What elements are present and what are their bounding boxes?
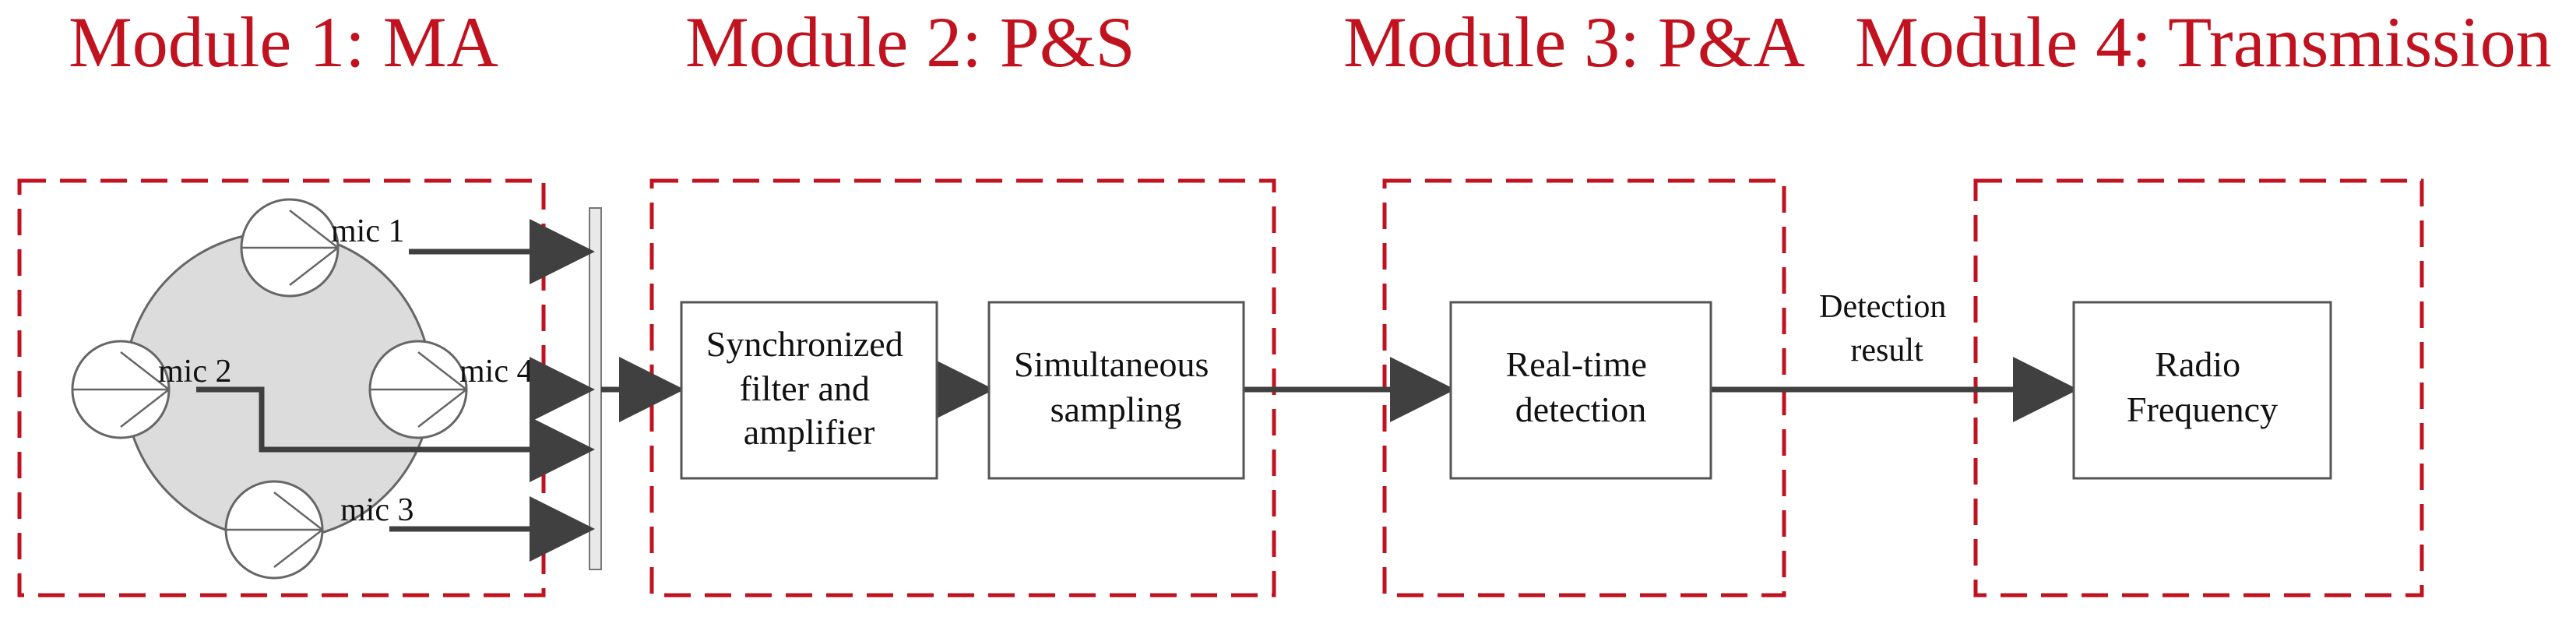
detection-result-line-1: Detection	[1819, 289, 1946, 325]
mic-2-icon	[71, 340, 171, 439]
module-2-title: Module 2: P&S	[685, 2, 1135, 82]
detection-result-line-2: result	[1850, 333, 1923, 368]
mic-4-label: mic 4	[459, 354, 533, 390]
module-1-title: Module 1: MA	[69, 2, 498, 82]
module-3-title: Module 3: P&A	[1343, 2, 1805, 82]
sampling-label-line-2: sampling	[1050, 390, 1182, 429]
mic-3-icon	[224, 480, 324, 580]
sampling-label-line-1: Simultaneous	[1014, 344, 1209, 384]
detection-label-line-1: Real-time	[1506, 344, 1647, 384]
mic-4-icon	[368, 340, 468, 439]
signal-collector-bar	[589, 207, 602, 570]
real-time-detection-block	[1449, 301, 1712, 480]
mic-3-label: mic 3	[340, 492, 413, 528]
filter-block-label: Synchronized filter and amplifier	[706, 324, 912, 452]
simultaneous-sampling-block	[987, 301, 1245, 480]
detection-block-label: Real-time detection	[1506, 344, 1656, 429]
radio-block-label: Radio Frequency	[2127, 344, 2278, 429]
mic-2-arrow	[196, 386, 595, 482]
radio-frequency-block	[2072, 301, 2332, 480]
synchronized-filter-amplifier-block	[680, 301, 938, 480]
filter-label-line-1: Synchronized	[706, 324, 903, 364]
microphone-array: mic 1 mic 2 mic 4 mic 3	[71, 198, 533, 580]
filter-label-line-3: amplifier	[744, 412, 875, 452]
module-4-title: Module 4: Transmission	[1855, 2, 2552, 82]
detection-label-line-2: detection	[1515, 390, 1647, 429]
detection-result-label: Detection result	[1819, 289, 1955, 368]
filter-label-line-2: filter and	[740, 368, 870, 408]
mic-2-label: mic 2	[158, 354, 231, 390]
sampling-block-label: Simultaneous sampling	[1014, 344, 1218, 429]
mic-1-label: mic 1	[331, 213, 404, 249]
radio-label-line-2: Frequency	[2127, 390, 2278, 429]
mic-1-icon	[240, 198, 340, 298]
radio-label-line-1: Radio	[2155, 344, 2240, 384]
